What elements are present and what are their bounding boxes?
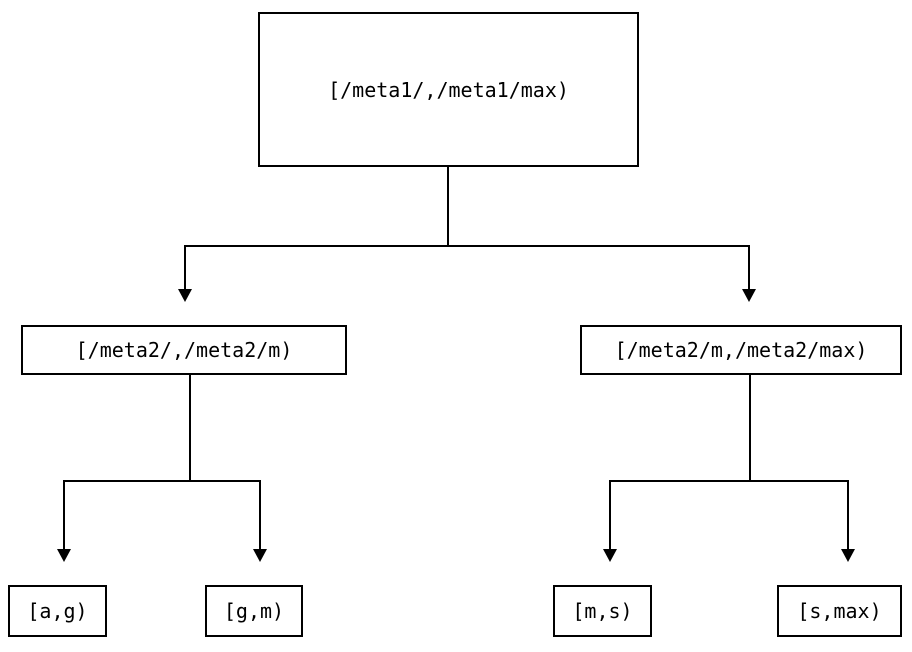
arrowhead-midleft-icon — [178, 289, 192, 302]
arrowhead-midright-icon — [742, 289, 756, 302]
node-leaf-s-max[interactable]: [s,max) — [777, 585, 902, 637]
arrowhead-leaf1-icon — [57, 549, 71, 562]
node-mid-right[interactable]: [/meta2/m,/meta2/max) — [580, 325, 902, 375]
node-mid-left[interactable]: [/meta2/,/meta2/m) — [21, 325, 347, 375]
node-leaf-m-s[interactable]: [m,s) — [553, 585, 652, 637]
arrowhead-leaf4-icon — [841, 549, 855, 562]
node-root[interactable]: [/meta1/,/meta1/max) — [258, 12, 639, 167]
node-leaf-g-m[interactable]: [g,m) — [205, 585, 303, 637]
arrowhead-leaf3-icon — [603, 549, 617, 562]
arrowhead-leaf2-icon — [253, 549, 267, 562]
node-leaf-a-g[interactable]: [a,g) — [8, 585, 107, 637]
